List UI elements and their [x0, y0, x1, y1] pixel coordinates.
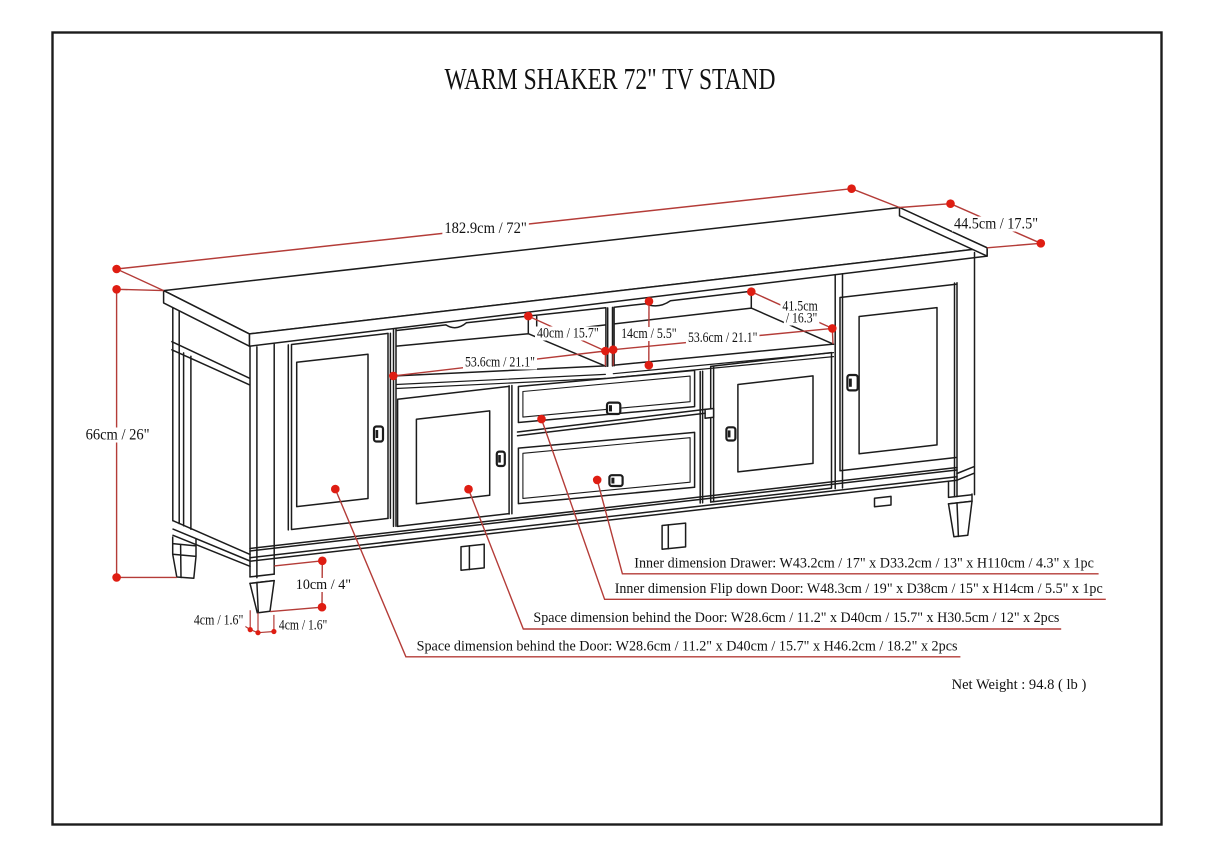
dim-shelf-width-right: 53.6cm / 21.1" — [688, 330, 758, 346]
dim-shelf-depth-right-2: / 16.3" — [786, 311, 818, 327]
handle-door-b — [725, 426, 737, 442]
annotation-door-short: Space dimension behind the Door: W28.6cm… — [533, 610, 1059, 626]
dimension-dots — [112, 184, 1046, 636]
annotation-flip-door: Inner dimension Flip down Door: W48.3cm … — [615, 581, 1103, 597]
dim-shelf-depth-right-1: 41.5cm — [782, 299, 817, 315]
dim-shelf-depth-left: 40cm / 15.7" — [537, 326, 599, 342]
tv-stand-line-art — [162, 206, 988, 614]
annotation-door-tall: Space dimension behind the Door: W28.6cm… — [417, 639, 958, 655]
dim-depth: 44.5cm / 17.5" — [954, 216, 1038, 233]
dim-leg-height: 10cm / 4" — [296, 577, 351, 593]
page-border — [51, 31, 1163, 826]
annotation-labels: Inner dimension Drawer: W43.2cm / 17" x … — [417, 556, 1103, 694]
handle-door-right — [846, 373, 859, 392]
dim-length: 182.9cm / 72" — [444, 220, 527, 237]
dim-shelf-width-left: 53.6cm / 21.1" — [465, 355, 535, 371]
annotation-drawer: Inner dimension Drawer: W43.2cm / 17" x … — [634, 556, 1094, 572]
handle-door-left — [372, 425, 385, 443]
dim-foot-left: 4cm / 1.6" — [194, 613, 244, 629]
handle-door-a — [495, 450, 506, 468]
dim-foot-right: 4cm / 1.6" — [279, 618, 327, 634]
handles — [372, 373, 859, 488]
dim-height: 66cm / 26" — [86, 427, 150, 444]
dim-shelf-height: 14cm / 5.5" — [621, 326, 677, 342]
handle-flip-door — [605, 401, 622, 416]
handle-drawer — [608, 474, 624, 488]
page-title: WARM SHAKER 72" TV STAND — [445, 61, 776, 96]
dimension-labels: 182.9cm / 72" 44.5cm / 17.5" 66cm / 26" … — [83, 216, 1040, 634]
net-weight: Net Weight : 94.8 ( lb ) — [952, 677, 1087, 693]
